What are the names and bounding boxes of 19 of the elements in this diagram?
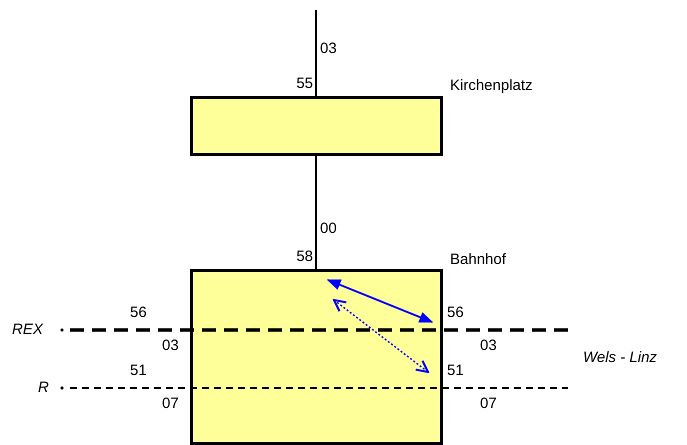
arrival-time: 51 [130,362,147,379]
route-line [315,156,317,269]
arrival-time: 56 [130,304,147,321]
departure-time: 03 [320,40,337,57]
arrival-time: 51 [447,362,464,379]
arrival-time: 55 [296,75,313,92]
route-line [315,10,317,96]
stop-name: Bahnhof [450,251,506,268]
departure-time: 00 [320,220,337,237]
departure-time: 03 [162,337,179,354]
direction-label: Wels - Linz [583,349,657,366]
line-name: REX [12,321,43,338]
departure-time: 07 [480,395,497,412]
departure-time: 07 [162,395,179,412]
arrival-time: 58 [296,248,313,265]
departure-time: 03 [480,337,497,354]
arrival-time: 56 [447,304,464,321]
stop-name: Kirchenplatz [450,77,533,94]
line-name: R [38,379,49,396]
